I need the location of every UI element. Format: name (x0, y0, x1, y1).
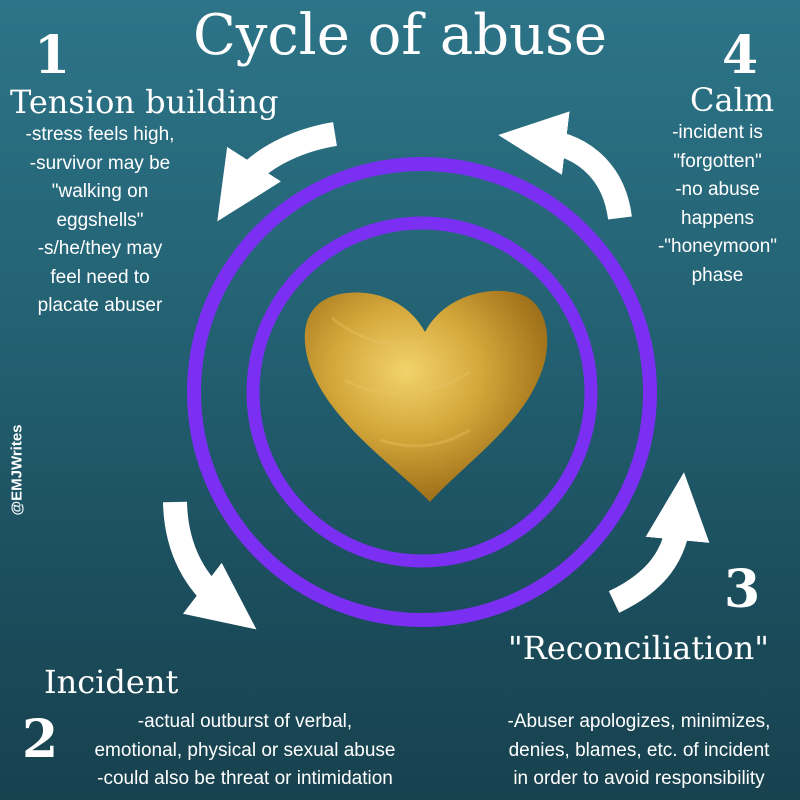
description-line: happens (681, 207, 754, 229)
description-line: -actual outburst of verbal, (137, 711, 353, 732)
stage-4-description: -incident is "forgotten" -no abuse happe… (640, 119, 795, 290)
stage-3-heading: "Reconciliation" (508, 629, 769, 667)
author-handle: @EMJWrites (2, 395, 32, 545)
description-line: -s/he/they may (37, 238, 163, 259)
circular-arrow-icon (498, 111, 632, 220)
description-line: -incident is (672, 122, 763, 143)
stage-3-number: 3 (724, 559, 761, 620)
stage-4-heading: Calm (690, 81, 775, 119)
circular-arrow-icon (163, 501, 257, 630)
description-line: -"honeymoon" (657, 236, 778, 257)
description-line: in order to avoid responsibility (513, 768, 765, 789)
stage-1-description: -stress feels high, -survivor may be "wa… (5, 121, 195, 321)
description-line: -stress feels high, (25, 124, 175, 145)
gold-heart-icon (304, 290, 548, 502)
description-line: "forgotten" (673, 150, 762, 172)
author-handle-text: @EMJWrites (8, 424, 26, 516)
circular-arrow-icon (217, 122, 338, 222)
description-line: "walking on (51, 181, 149, 202)
stage-4-number: 4 (722, 25, 759, 86)
stage-1-number: 1 (34, 25, 71, 86)
stage-2-heading: Incident (44, 663, 179, 701)
description-line: emotional, physical or sexual abuse (94, 739, 396, 761)
page-title: Cycle of abuse (192, 3, 608, 68)
description-line: phase (691, 264, 744, 286)
outer-ring (187, 157, 657, 627)
description-line: eggshells" (56, 209, 144, 231)
stage-2-number: 2 (22, 709, 59, 770)
description-line: -could also be threat or intimidation (97, 768, 393, 789)
description-line: -Abuser apologizes, minimizes, (507, 711, 771, 732)
description-line: denies, blames, etc. of incident (508, 739, 770, 761)
stage-2-description: -actual outburst of verbal, emotional, p… (70, 708, 420, 794)
description-line: placate abuser (37, 295, 163, 316)
description-line: feel need to (50, 266, 150, 288)
circular-arrow-icon (608, 472, 710, 613)
inner-ring (246, 216, 598, 568)
description-line: -no abuse (675, 179, 760, 200)
stage-3-description: -Abuser apologizes, minimizes, denies, b… (480, 708, 798, 794)
stage-1-heading: Tension building (10, 83, 279, 121)
heart-texture (331, 316, 471, 448)
description-line: -survivor may be (29, 152, 171, 174)
